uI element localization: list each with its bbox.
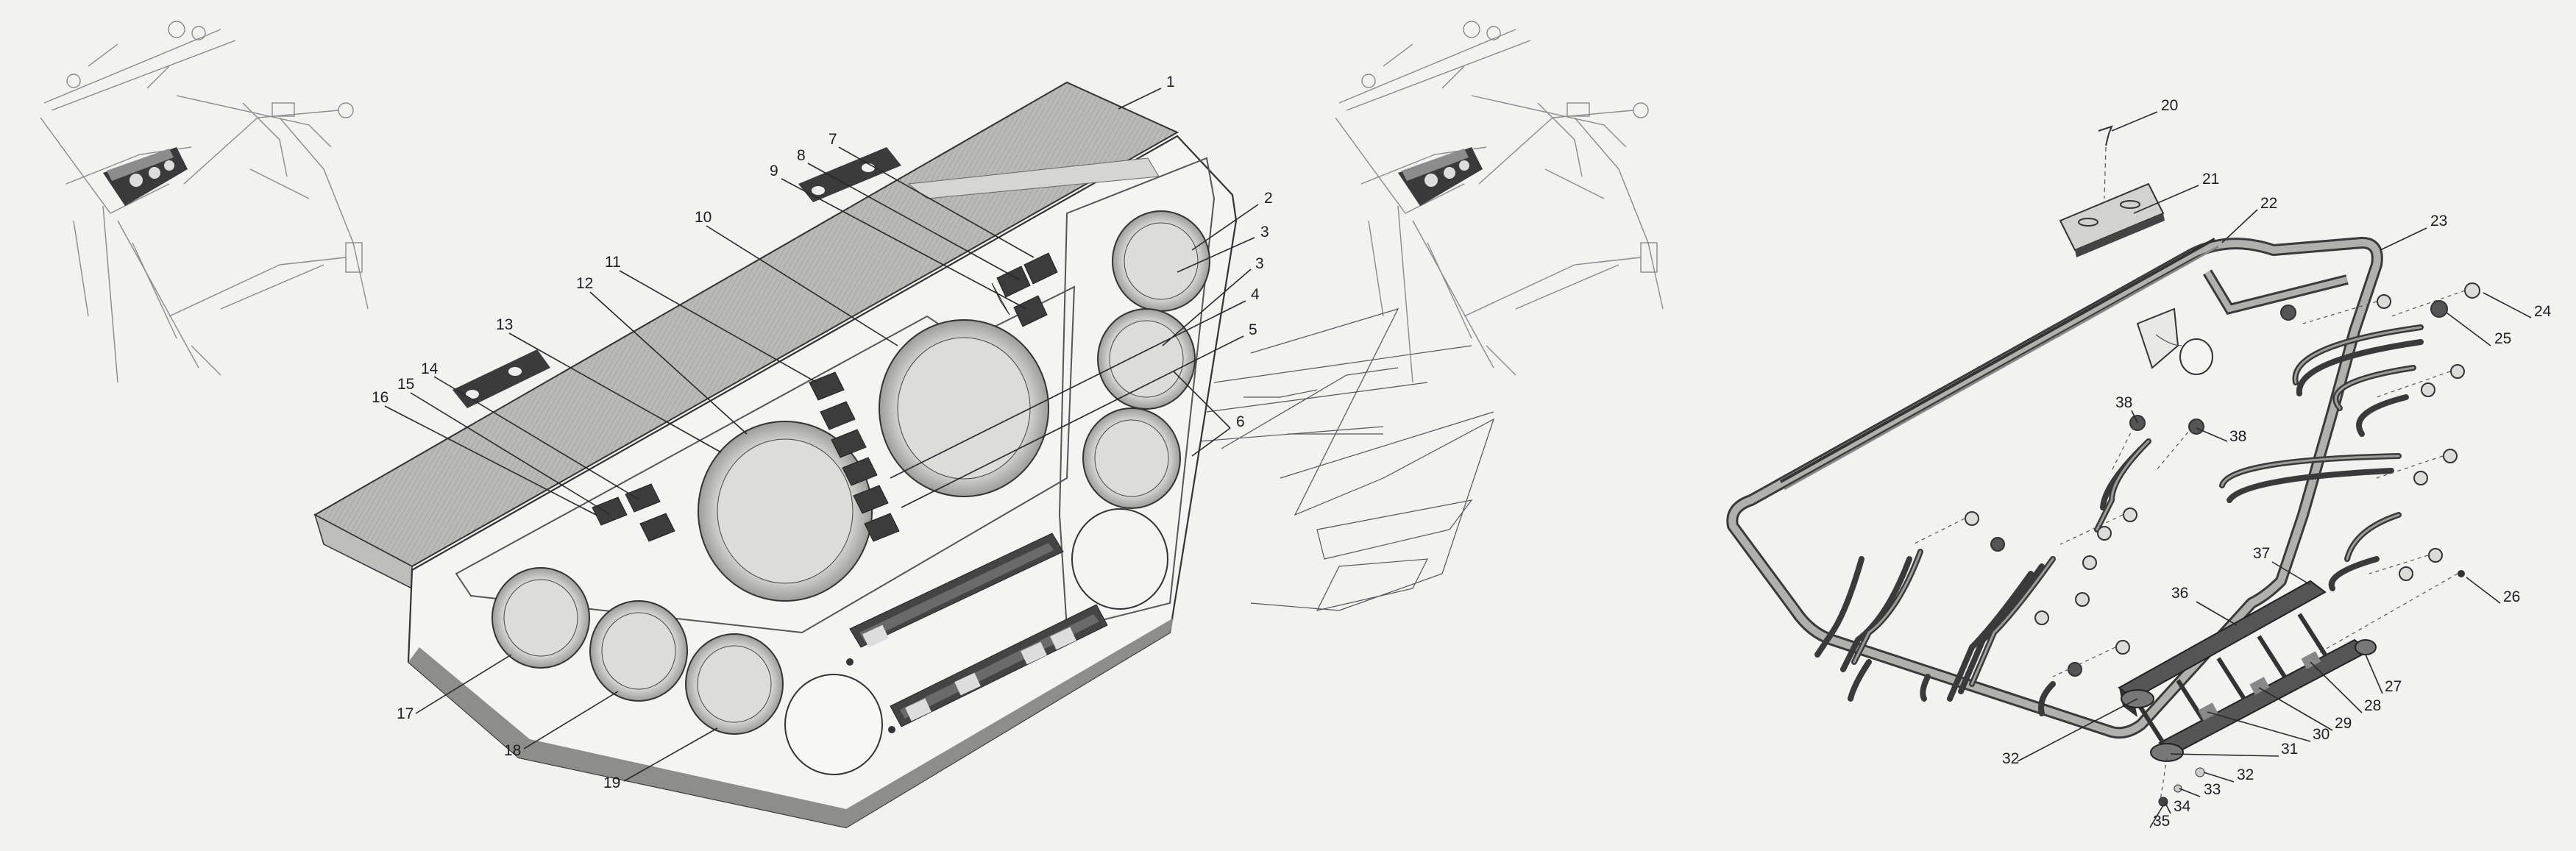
callout-labels: 1233456789101112131415161718192021222324… <box>372 74 2552 830</box>
callout-c37: 37 <box>2253 545 2270 562</box>
small-gauge <box>1071 210 1210 610</box>
callout-c20: 20 <box>2161 97 2178 114</box>
callout-c14: 14 <box>421 360 439 377</box>
small-gauge-lower <box>492 567 883 775</box>
hose-highlight <box>1853 326 2422 686</box>
callout-c23: 23 <box>2430 213 2447 229</box>
callout-c4: 4 <box>1251 286 1260 303</box>
instrument-panel <box>313 81 1495 829</box>
callout-c30: 30 <box>2313 726 2330 743</box>
callout-c18: 18 <box>504 742 521 759</box>
callout-c2: 2 <box>1264 190 1273 207</box>
locator-panel-center <box>1398 147 1483 206</box>
locator-view-center <box>1335 21 1664 383</box>
callout-c38a: 38 <box>2115 394 2132 411</box>
callout-c1: 1 <box>1166 74 1175 90</box>
large-gauge-speedometer <box>879 319 1049 497</box>
callout-c32b: 32 <box>2237 766 2254 783</box>
callout-c38b: 38 <box>2229 428 2246 445</box>
callout-c3a: 3 <box>1260 224 1269 241</box>
callout-c21: 21 <box>2202 171 2219 188</box>
leader-lines <box>384 88 2532 828</box>
callout-c24: 24 <box>2534 303 2552 320</box>
callout-c35: 35 <box>2153 813 2170 830</box>
large-gauge-tachometer <box>698 421 873 602</box>
callout-c7: 7 <box>828 131 837 148</box>
callout-c17: 17 <box>397 705 414 722</box>
callout-c31: 31 <box>2281 741 2298 758</box>
callout-c12: 12 <box>576 275 593 292</box>
callout-c22: 22 <box>2260 195 2277 212</box>
callout-c33: 33 <box>2204 781 2221 798</box>
callout-c27: 27 <box>2385 678 2402 695</box>
callout-c16: 16 <box>372 389 388 406</box>
callout-c29: 29 <box>2335 715 2352 732</box>
boot <box>2136 307 2213 375</box>
callout-c15: 15 <box>397 376 414 393</box>
bracket <box>453 147 901 408</box>
callout-c9: 9 <box>770 163 778 179</box>
callout-c26: 26 <box>2503 588 2520 605</box>
switch-block <box>592 252 1058 542</box>
tube-frame <box>1726 237 2383 739</box>
callout-c10: 10 <box>695 209 712 226</box>
callout-c28: 28 <box>2364 697 2381 714</box>
callout-c19: 19 <box>603 775 620 791</box>
callout-c25: 25 <box>2494 330 2511 347</box>
tube-frame-assembly <box>1726 125 2480 807</box>
callout-c36: 36 <box>2171 585 2188 602</box>
callout-c6: 6 <box>1236 413 1245 430</box>
callout-c13: 13 <box>496 316 513 333</box>
fitting-leader <box>1912 290 2466 677</box>
callout-c8: 8 <box>797 147 806 164</box>
callout-c5: 5 <box>1249 321 1257 338</box>
locator-panel-left <box>103 147 188 206</box>
locator-view-left <box>40 21 369 383</box>
callout-c34: 34 <box>2174 798 2191 815</box>
indicator-strip <box>846 533 1108 733</box>
callout-c32a: 32 <box>2002 750 2019 767</box>
callout-c3b: 3 <box>1255 255 1264 272</box>
callout-c11: 11 <box>605 254 621 271</box>
